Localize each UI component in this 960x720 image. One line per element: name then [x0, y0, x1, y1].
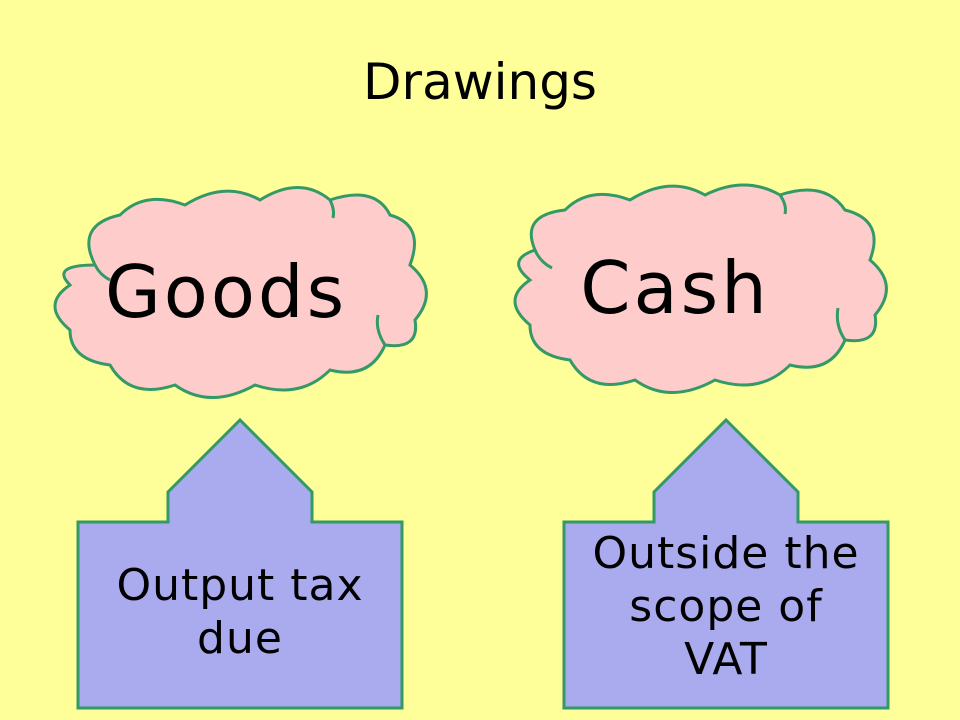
slide-title: Drawings	[363, 53, 597, 111]
outside-scope-text: Outside the scope of VAT	[564, 528, 888, 686]
outside-scope-arrow	[562, 417, 890, 710]
output-tax-arrow	[76, 417, 404, 710]
output-tax-text: Output tax due	[78, 560, 402, 666]
goods-cloud	[53, 186, 428, 399]
goods-label: Goods	[105, 250, 348, 334]
outside-scope-line-1: Outside the	[592, 528, 860, 579]
output-tax-line-2: due	[197, 612, 283, 664]
outside-scope-line-3: VAT	[684, 633, 768, 685]
output-tax-line-1: Output tax	[116, 560, 364, 611]
cash-label: Cash	[580, 246, 770, 330]
cash-cloud	[513, 183, 888, 394]
outside-scope-line-2: scope of	[629, 580, 823, 632]
